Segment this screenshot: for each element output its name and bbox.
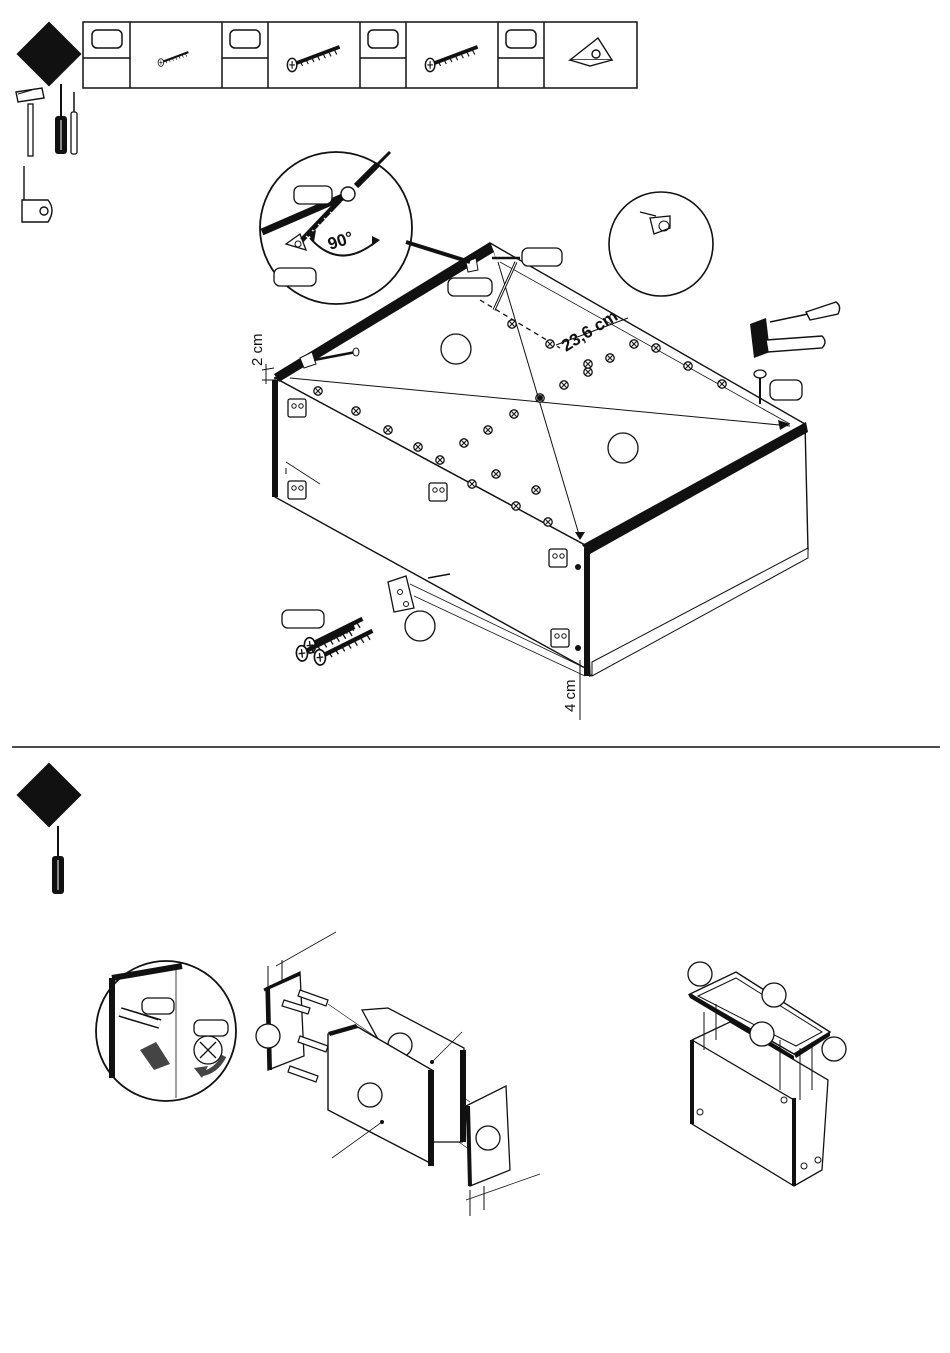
tape-measure-icon <box>22 166 52 222</box>
part-marker <box>405 611 435 641</box>
cabinet-assembly: 23,6 cm <box>249 242 808 720</box>
dimension-bottom-label: 4 cm <box>562 679 579 712</box>
step1-marker <box>16 21 81 86</box>
awl-icon <box>71 92 77 154</box>
part-marker <box>608 433 638 463</box>
drawer-assembled <box>688 962 846 1186</box>
long-screw-icon <box>287 47 339 72</box>
screwdriver-icon <box>770 302 840 322</box>
step2-marker <box>16 762 81 827</box>
parts-table <box>83 22 637 88</box>
corner-bracket-icon <box>570 38 612 66</box>
small-screw-icon <box>158 52 188 66</box>
hammer-icon <box>750 318 825 358</box>
screwdriver-icon <box>52 826 64 894</box>
part-marker <box>441 334 471 364</box>
dimension-top-label: 2 cm <box>249 333 266 366</box>
drawer-exploded-view <box>256 932 540 1216</box>
long-screw-icon <box>425 47 477 72</box>
detail-dowel-circle <box>96 961 236 1101</box>
screwdriver-icon <box>55 84 67 154</box>
detail-tape-circle <box>609 192 713 296</box>
hammer-icon <box>16 88 44 156</box>
